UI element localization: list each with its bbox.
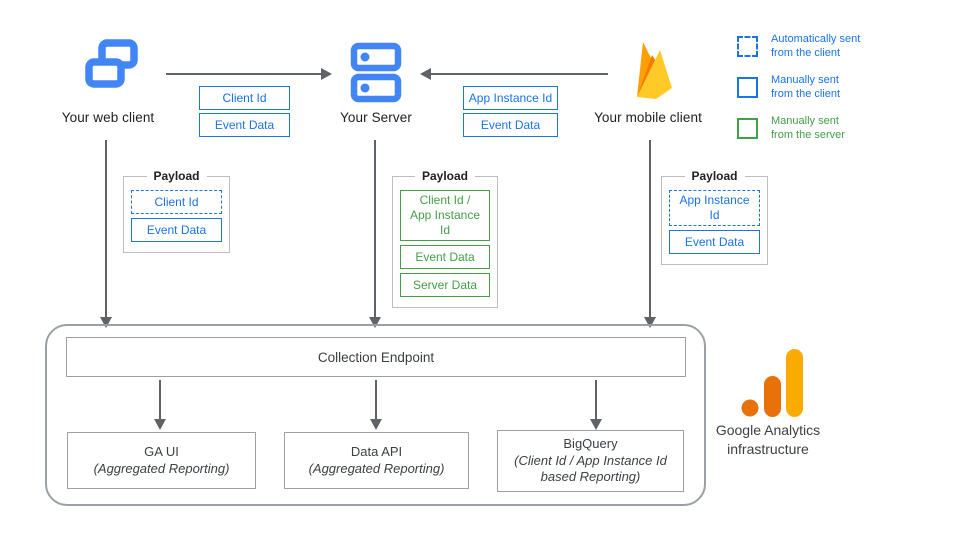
google-analytics-logo-icon: [741, 349, 803, 417]
app-instance-id-chip: App Instance Id: [669, 190, 760, 226]
ga-ui-box: GA UI (Aggregated Reporting): [67, 432, 256, 489]
web-to-server-data: Client Id Event Data: [199, 86, 290, 137]
server-stack-icon: [350, 42, 402, 103]
app-instance-id-chip: App Instance Id: [463, 86, 558, 110]
event-data-chip: Event Data: [400, 245, 490, 269]
mobile-client-label: Your mobile client: [594, 110, 702, 125]
event-data-chip: Event Data: [463, 113, 558, 137]
arrow-web-to-endpoint: [105, 140, 107, 318]
web-client-label: Your web client: [61, 110, 155, 125]
arrow-mobile-to-server: [430, 73, 608, 75]
payload-title: Payload: [684, 169, 745, 183]
legend-label: Manually sent from the server: [771, 115, 845, 141]
payload-server: Payload Client Id / App Instance Id Even…: [392, 169, 498, 308]
data-api-box: Data API (Aggregated Reporting): [284, 432, 469, 489]
payload-title: Payload: [414, 169, 476, 183]
client-id-chip: Client Id: [199, 86, 290, 110]
solid-green-swatch-icon: [737, 118, 758, 140]
client-id-chip: Client Id: [131, 190, 222, 214]
server-data-chip: Server Data: [400, 273, 490, 297]
legend-label: Manually sent from the client: [771, 74, 841, 100]
data-api-title: Data API: [350, 443, 403, 459]
infrastructure-label: Google Analytics infrastructure: [715, 422, 821, 457]
arrow-endpoint-to-data-api: [375, 380, 377, 420]
payload-web-client: Payload Client Id Event Data: [123, 169, 230, 253]
payload-mobile-client: Payload App Instance Id Event Data: [661, 169, 768, 265]
dashed-blue-swatch-icon: [737, 36, 758, 58]
collection-endpoint-box: Collection Endpoint: [66, 337, 686, 377]
arrow-web-to-server: [166, 73, 322, 75]
event-data-chip: Event Data: [131, 218, 222, 242]
arrow-endpoint-to-ga-ui: [159, 380, 161, 420]
ga-ui-subtitle: (Aggregated Reporting): [93, 460, 230, 476]
collection-endpoint-label: Collection Endpoint: [317, 349, 435, 365]
payload-title: Payload: [146, 169, 207, 183]
arrow-mobile-to-endpoint: [649, 140, 651, 318]
ga-ui-title: GA UI: [144, 443, 179, 459]
client-id-app-instance-id-chip: Client Id / App Instance Id: [400, 190, 490, 241]
infrastructure-bracket: [45, 324, 706, 506]
firebase-flame-icon: [637, 42, 672, 99]
legend-item-auto-client: Automatically sent from the client: [737, 33, 860, 61]
bigquery-title: BigQuery: [563, 435, 618, 451]
event-data-chip: Event Data: [669, 230, 760, 254]
legend-label: Automatically sent from the client: [771, 33, 861, 59]
arrow-endpoint-to-bigquery: [595, 380, 597, 420]
bigquery-subtitle: (Client Id / App Instance Id based Repor…: [514, 452, 667, 485]
legend-item-manual-client: Manually sent from the client: [737, 74, 840, 102]
arrow-server-to-endpoint: [374, 140, 376, 318]
bigquery-box: BigQuery (Client Id / App Instance Id ba…: [497, 430, 684, 492]
solid-blue-swatch-icon: [737, 77, 758, 99]
web-client-icon: [85, 39, 138, 88]
legend-item-manual-server: Manually sent from the server: [737, 115, 845, 143]
server-label: Your Server: [340, 110, 412, 125]
data-api-subtitle: (Aggregated Reporting): [308, 460, 445, 476]
mobile-to-server-data: App Instance Id Event Data: [463, 86, 558, 137]
event-data-chip: Event Data: [199, 113, 290, 137]
